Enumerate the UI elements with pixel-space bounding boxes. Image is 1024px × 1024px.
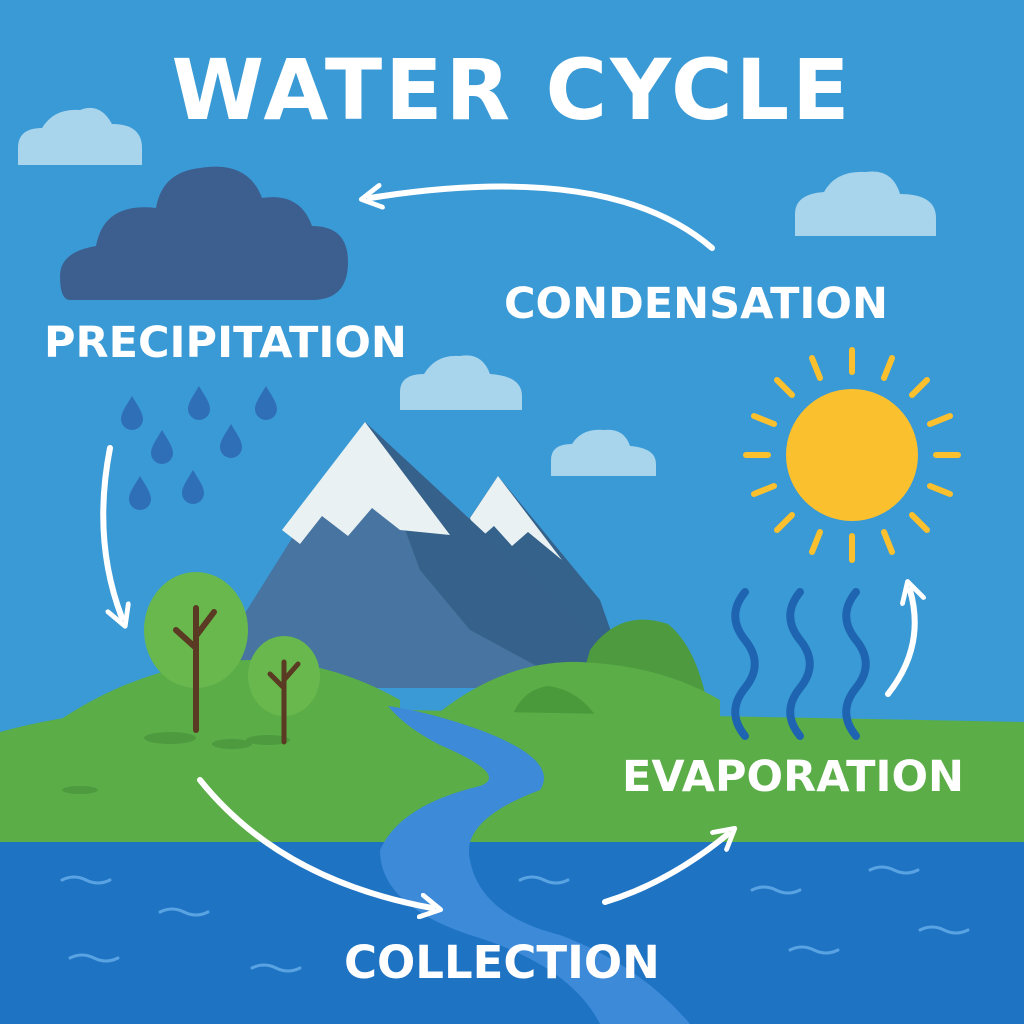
hills — [60, 619, 720, 722]
light-clouds — [18, 107, 936, 476]
grass-tufts — [62, 732, 290, 794]
river — [380, 706, 690, 1024]
tree-icon — [144, 572, 248, 733]
water-ripples — [60, 865, 970, 973]
sun-icon — [743, 347, 961, 563]
raindrop-icon — [182, 470, 204, 504]
raindrop-icon — [255, 386, 277, 420]
vapor-wave-icon — [842, 588, 870, 740]
cycle-arrows — [100, 187, 915, 908]
raindrop-icon — [121, 396, 143, 430]
mountain-icon — [198, 422, 600, 700]
rain-cloud-icon — [60, 166, 348, 300]
raindrop-icon — [188, 386, 210, 420]
condensation-label: CONDENSATION — [504, 279, 888, 329]
cycle-arrow-icon — [602, 834, 728, 905]
raindrop-icon — [129, 476, 151, 510]
raindrop-icon — [151, 430, 173, 464]
collection-label: COLLECTION — [344, 936, 660, 989]
vapor-wave-icon — [786, 588, 814, 740]
vapor-waves — [731, 588, 870, 740]
evaporation-label: EVAPORATION — [622, 752, 965, 802]
cycle-arrow-icon — [100, 445, 122, 618]
raindrop-icon — [220, 424, 242, 458]
diagram-title: WATER CYCLE — [171, 41, 853, 139]
tree-icon — [248, 636, 320, 745]
cloud-icon — [18, 107, 142, 165]
cycle-arrow-icon — [197, 777, 432, 908]
vapor-wave-icon — [731, 588, 759, 740]
cycle-arrow-icon — [370, 187, 715, 251]
cycle-arrow-icon — [885, 590, 915, 697]
cloud-icon — [551, 429, 656, 476]
precipitation-label: PRECIPITATION — [44, 318, 407, 368]
cloud-icon — [400, 355, 522, 410]
raindrops — [121, 386, 277, 510]
cloud-icon — [795, 171, 936, 236]
